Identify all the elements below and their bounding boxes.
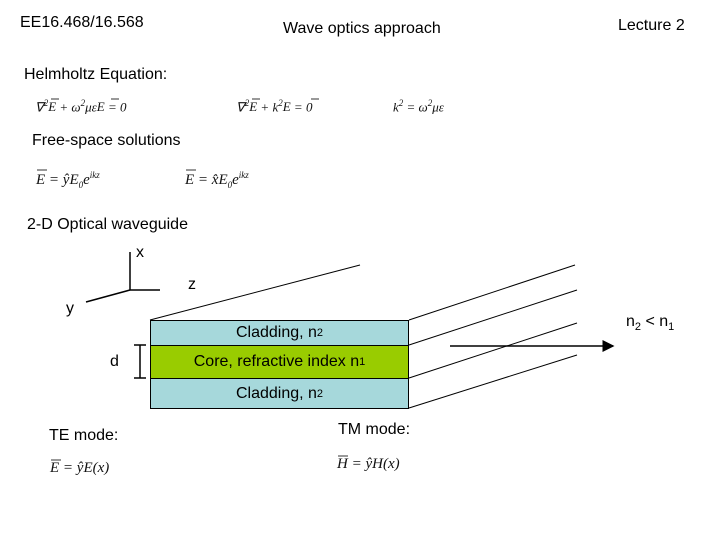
helmholtz-heading: Helmholtz Equation: [24, 66, 168, 83]
cladding-top-label: Cladding, n [235, 324, 317, 341]
course-code: EE16.468/16.568 [20, 14, 144, 31]
core-label: Core, refractive index n [193, 353, 360, 370]
index-condition: n2 < n1 [626, 313, 675, 334]
cladding-bottom-label: Cladding, n [235, 384, 317, 402]
thickness-label: d [110, 353, 119, 370]
helmholtz-equation-2: ∇2E + k2E = 0 [236, 98, 313, 115]
axis-z-label: z [188, 276, 196, 293]
slide-title: Wave optics approach [283, 20, 441, 37]
wavenumber-definition: k2 = ω2με [393, 98, 444, 115]
free-space-heading: Free-space solutions [32, 132, 181, 149]
axis-x-label: x [136, 244, 144, 261]
free-space-solution-x: E = x̂E0eikz [185, 170, 249, 190]
tm-mode-equation: H = ŷH(x) [337, 456, 400, 472]
tm-mode-heading: TM mode: [338, 421, 411, 438]
te-mode-equation: E = ŷE(x) [50, 460, 110, 476]
free-space-solution-y: E = ŷE0eikz [36, 170, 100, 190]
axis-y-label: y [66, 300, 74, 317]
helmholtz-equation-1: ∇2E + ω2μεE = 0 [35, 98, 127, 115]
lecture-label: Lecture 2 [618, 17, 685, 34]
te-mode-heading: TE mode: [49, 427, 119, 444]
waveguide-heading: 2-D Optical waveguide [27, 216, 188, 233]
axis-y-line [85, 289, 131, 303]
